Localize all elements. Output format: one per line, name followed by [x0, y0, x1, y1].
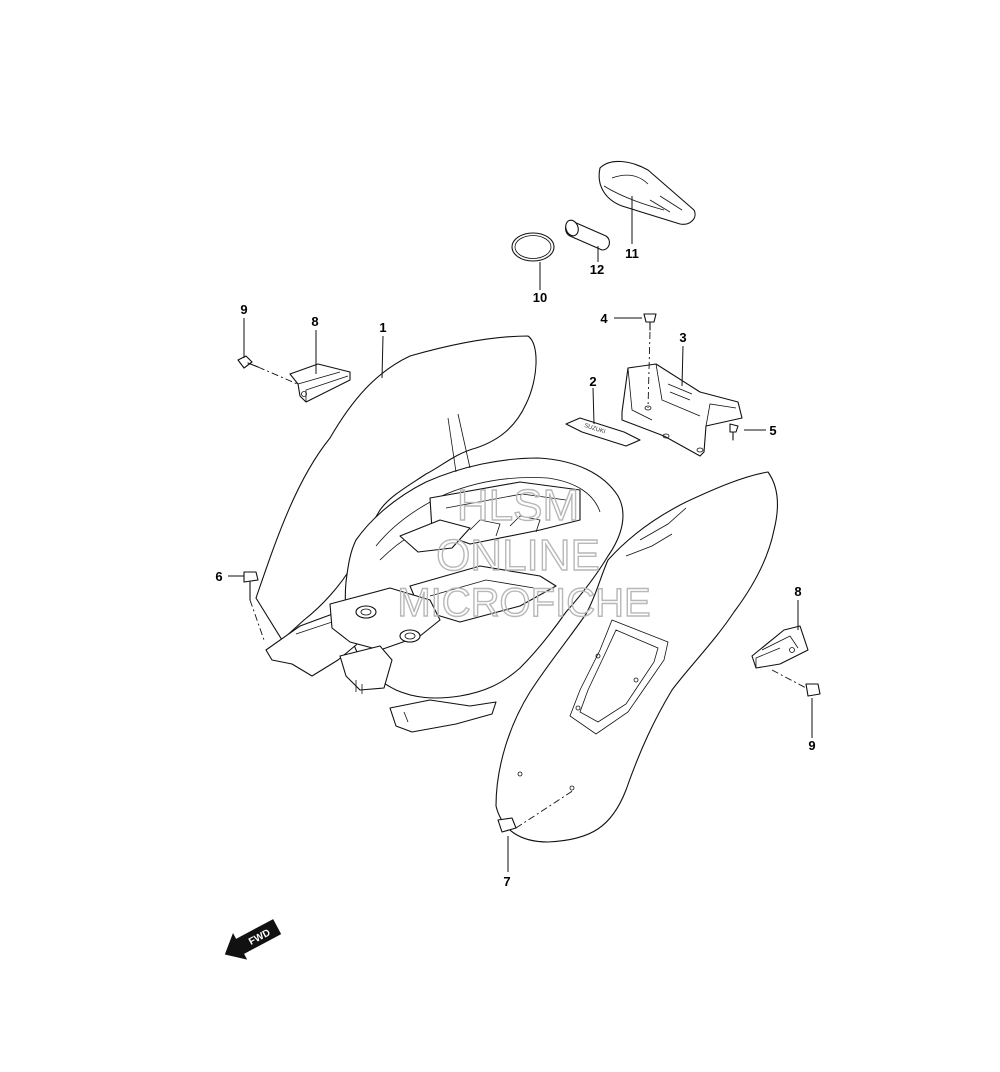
label-part-7: 7 [503, 874, 510, 889]
label-part-11: 11 [625, 246, 639, 261]
label-part-10: 10 [533, 290, 547, 305]
part-8-bracket-left [289, 363, 351, 403]
label-part-4: 4 [600, 311, 608, 326]
part-11-cover [598, 160, 696, 225]
part-7-clip [497, 789, 575, 833]
part-3-storage-box [621, 363, 743, 457]
part-5-screw [729, 423, 739, 441]
watermark-line-3: MICROFICHE [397, 581, 650, 625]
label-part-12: 12 [590, 262, 604, 277]
label-part-9-left: 9 [240, 302, 247, 317]
part-4-clip [643, 313, 657, 409]
label-part-8-right: 8 [794, 584, 801, 599]
part-8-bracket-right [751, 625, 809, 669]
fwd-arrow: FWD [224, 919, 282, 960]
part-9-bolt-right [771, 669, 821, 697]
part-6-bolt [243, 571, 265, 641]
watermark-line-2: ONLINE [436, 531, 600, 580]
leader-lines [228, 196, 813, 872]
part-12-tube [565, 219, 611, 251]
part-1-rear-fender [255, 335, 778, 843]
part-labels: 1 2 3 4 5 6 7 8 8 9 9 10 11 12 [215, 246, 815, 889]
part-9-bolt-left [237, 355, 303, 387]
label-part-8-left: 8 [311, 314, 318, 329]
watermark: HLSM ONLINE MICROFICHE [397, 480, 652, 625]
part-2-decal: SUZUKI [565, 417, 641, 447]
label-part-1: 1 [379, 320, 386, 335]
watermark-line-1: HLSM [457, 481, 579, 530]
label-part-3: 3 [679, 330, 686, 345]
label-part-2: 2 [589, 374, 596, 389]
label-part-5: 5 [769, 423, 776, 438]
part-10-oring [511, 232, 555, 262]
label-part-9-right: 9 [808, 738, 815, 753]
label-part-6: 6 [215, 569, 222, 584]
